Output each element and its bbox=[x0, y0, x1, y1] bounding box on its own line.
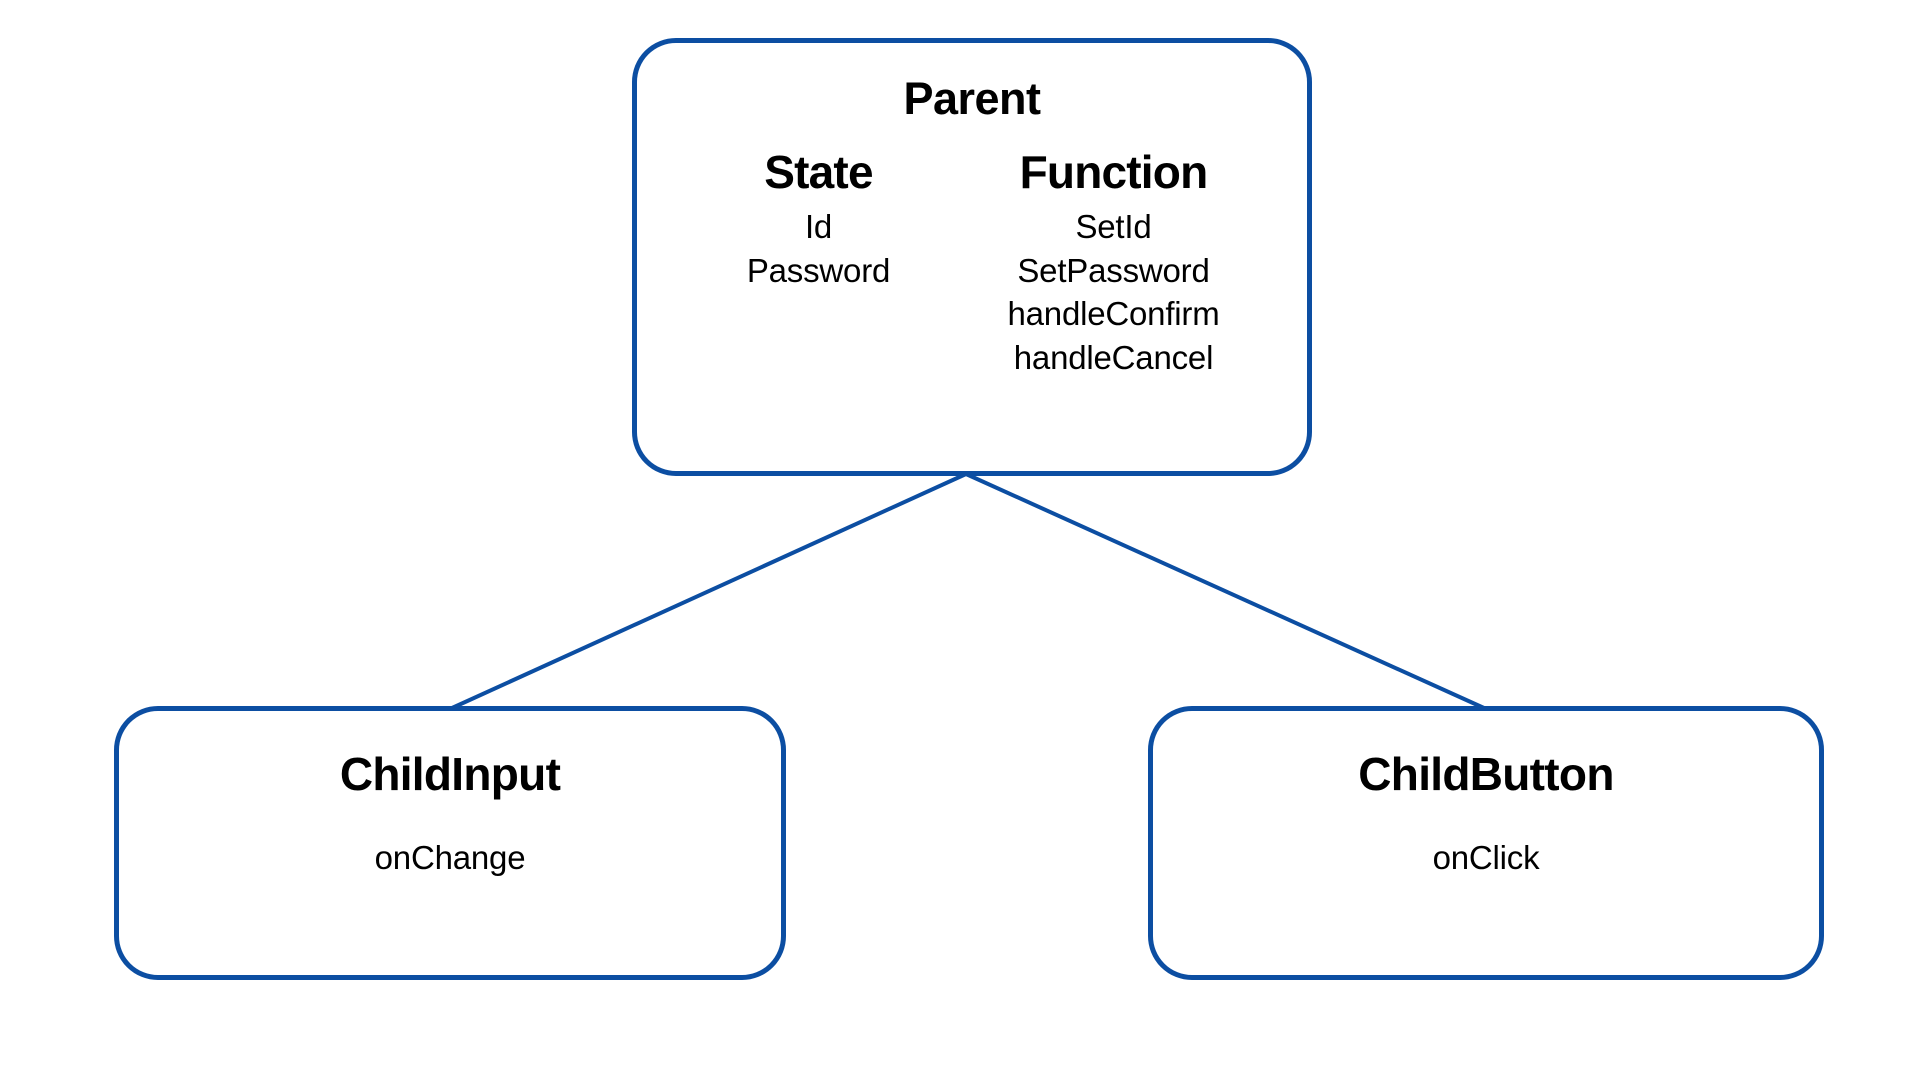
state-item: Password bbox=[746, 251, 891, 289]
parent-node-columns: State Id Password Function SetId SetPass… bbox=[637, 146, 1307, 379]
parent-node-title: Parent bbox=[903, 73, 1041, 124]
child-button-prop: onClick bbox=[1432, 839, 1540, 876]
function-column: Function SetId SetPassword handleConfirm… bbox=[966, 146, 1261, 379]
function-item: SetId bbox=[1075, 208, 1152, 246]
edge-parent-to-childbutton bbox=[965, 472, 1485, 710]
child-input-prop: onChange bbox=[374, 839, 526, 876]
function-item: handleConfirm bbox=[1007, 295, 1220, 333]
edge-parent-to-childinput bbox=[451, 472, 967, 710]
function-item: handleCancel bbox=[1013, 338, 1214, 376]
child-input-node-title: ChildInput bbox=[339, 748, 561, 800]
parent-node[interactable]: Parent State Id Password Function SetId … bbox=[632, 38, 1312, 476]
state-column: State Id Password bbox=[671, 146, 966, 292]
child-button-node[interactable]: ChildButton onClick bbox=[1148, 706, 1824, 980]
child-button-node-title: ChildButton bbox=[1358, 748, 1614, 800]
function-column-heading: Function bbox=[1019, 146, 1209, 199]
child-input-node[interactable]: ChildInput onChange bbox=[114, 706, 786, 980]
function-item: SetPassword bbox=[1017, 251, 1210, 289]
state-item: Id bbox=[804, 208, 833, 246]
state-column-heading: State bbox=[764, 146, 873, 199]
